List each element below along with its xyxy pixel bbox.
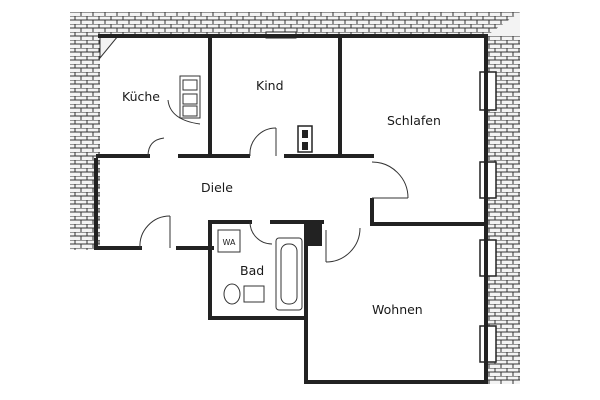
room-label-schlafen: Schlafen <box>387 113 441 128</box>
washbasin-mark: WA <box>223 238 236 247</box>
room-label-wohnen: Wohnen <box>372 302 423 317</box>
kitchen-stove <box>179 75 201 119</box>
bathroom-fixtures: WA <box>217 229 303 311</box>
room-label-bad: Bad <box>240 263 264 278</box>
door-swings <box>139 99 409 263</box>
room-label-kind: Kind <box>256 78 284 93</box>
interior-walls <box>94 34 488 384</box>
outer-brick-walls <box>70 12 520 384</box>
room-label-kueche: Küche <box>122 89 160 104</box>
room-labels: Küche Kind Schlafen Diele Bad Wohnen <box>122 78 441 317</box>
room-label-diele: Diele <box>201 180 233 195</box>
chimney <box>297 125 313 153</box>
